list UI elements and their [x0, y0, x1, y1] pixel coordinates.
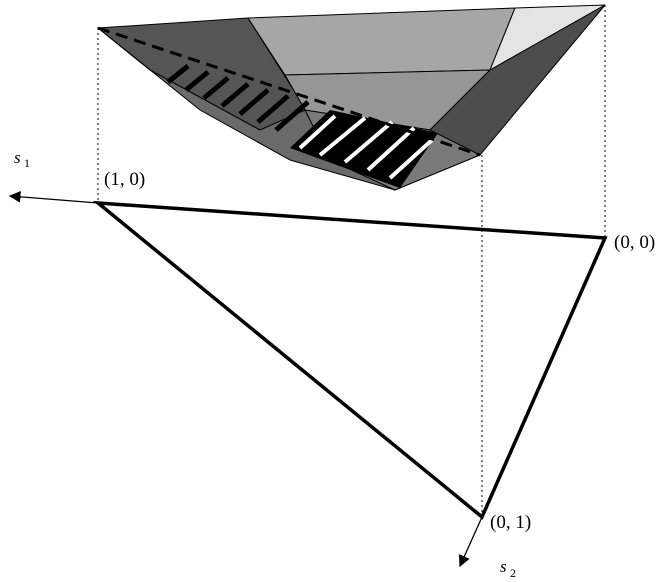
vertex-label-0-1: (0, 1)	[490, 512, 531, 533]
vertex-label-0-0: (0, 0)	[614, 232, 655, 253]
surface-face-back-mid	[247, 7, 516, 76]
vertex-label-1-0: (1, 0)	[104, 169, 145, 190]
shaded-region-stripes	[298, 114, 434, 180]
surface-dashed-boundary	[97, 26, 481, 157]
surface-hatch-strip	[166, 64, 310, 132]
axis-s1-arrow	[8, 191, 99, 204]
axis-label-s2-subscript: 2	[510, 566, 516, 580]
axis-label-s1-subscript: 1	[24, 156, 30, 170]
axis-s2-arrow	[458, 516, 483, 568]
projection-lines	[97, 5, 606, 517]
surface-plot	[96, 4, 606, 192]
axis-label-s2: s	[500, 557, 507, 576]
axis-label-s1: s	[14, 148, 21, 167]
simplex-triangle	[92, 200, 608, 520]
